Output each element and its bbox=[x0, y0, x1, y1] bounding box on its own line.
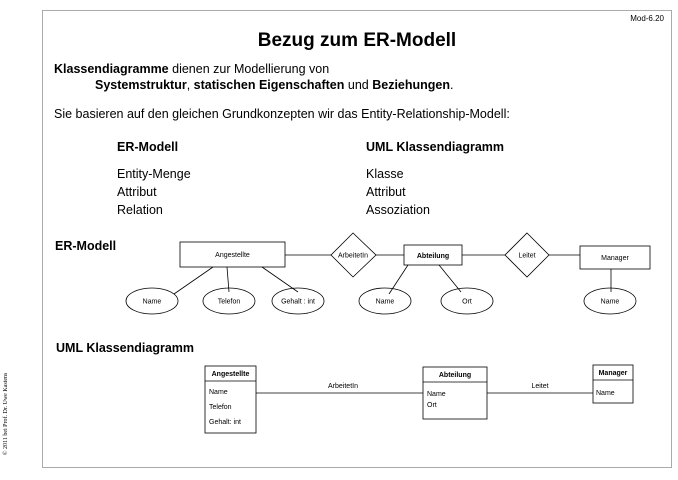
comparison-item-er: Entity-Menge bbox=[117, 167, 191, 181]
intro-line-2: Systemstruktur, statischen Eigenschaften… bbox=[95, 78, 454, 92]
er-connector bbox=[388, 264, 409, 295]
uml-association-label: ArbeitetIn bbox=[328, 383, 358, 390]
uml-class-box bbox=[422, 366, 488, 420]
uml-class-box bbox=[204, 365, 257, 434]
slide: Mod-6.20 Bezug zum ER-Modell Klassendiag… bbox=[42, 10, 672, 468]
er-entity-box bbox=[579, 245, 651, 270]
uml-class-attribute: Telefon bbox=[209, 404, 232, 411]
uml-class-name: Manager bbox=[599, 370, 628, 377]
er-attribute-ellipse bbox=[583, 287, 637, 315]
er-relationship-diamond bbox=[330, 232, 377, 278]
er-attribute-label: Name bbox=[143, 299, 162, 306]
intro-sep-3: . bbox=[450, 78, 454, 92]
er-attribute-ellipse bbox=[440, 287, 494, 315]
er-entity-label: Manager bbox=[601, 255, 629, 262]
uml-class-attribute: Name bbox=[596, 390, 615, 397]
er-connector bbox=[261, 266, 299, 293]
er-connector bbox=[173, 266, 214, 295]
er-diagram-heading: ER-Modell bbox=[55, 239, 117, 253]
er-attribute-label: Telefon bbox=[218, 299, 241, 306]
er-relationship-label: ArbeitetIn bbox=[338, 253, 368, 260]
er-attribute-ellipse bbox=[202, 287, 256, 315]
uml-class-box bbox=[592, 364, 634, 404]
er-entity-label: Abteilung bbox=[417, 253, 449, 260]
comparison-item-uml: Klasse bbox=[366, 167, 404, 181]
uml-diagram-heading: UML Klassendiagramm bbox=[56, 341, 195, 355]
uml-class-attribute: Name bbox=[209, 389, 228, 396]
er-relationship-label: Leitet bbox=[518, 253, 535, 260]
comparison-heading-er: ER-Modell bbox=[117, 140, 179, 154]
er-connector bbox=[438, 264, 462, 293]
slide-title: Bezug zum ER-Modell bbox=[257, 30, 457, 51]
intro-line-1: Klassendiagramme dienen zur Modellierung… bbox=[54, 62, 329, 76]
er-entity-box bbox=[179, 241, 286, 268]
er-attribute-label: Gehalt : int bbox=[281, 299, 315, 306]
comparison-item-uml: Attribut bbox=[366, 185, 406, 199]
er-attribute-ellipse bbox=[358, 287, 412, 315]
intro-sep-1: , bbox=[186, 78, 194, 92]
comparison-item-er: Relation bbox=[117, 203, 163, 217]
intro-sep-2: und bbox=[344, 78, 373, 92]
comparison-list-uml: Klasse Attribut Assoziation bbox=[366, 165, 430, 219]
comparison-item-uml: Assoziation bbox=[366, 203, 430, 217]
er-attribute-ellipse bbox=[125, 287, 179, 315]
uml-association-label: Leitet bbox=[531, 383, 548, 390]
intro-text-1: dienen zur Modellierung von bbox=[168, 62, 330, 76]
er-attribute-label: Name bbox=[376, 299, 395, 306]
copyright-note: © 2011 bei Prof. Dr. Uwe Kastens bbox=[3, 372, 9, 455]
comparison-list-er: Entity-Menge Attribut Relation bbox=[117, 165, 191, 219]
uml-class-attribute: Ort bbox=[427, 402, 437, 409]
uml-class-attribute: Gehalt: int bbox=[209, 419, 241, 426]
slide-id: Mod-6.20 bbox=[630, 14, 664, 23]
er-attribute-label: Name bbox=[601, 299, 620, 306]
er-attribute-label: Ort bbox=[462, 299, 472, 306]
er-entity-box bbox=[403, 244, 463, 266]
er-entity-label: Angestellte bbox=[215, 252, 250, 259]
comparison-heading-uml: UML Klassendiagramm bbox=[366, 140, 505, 154]
intro-term-systemstruktur: Systemstruktur bbox=[95, 78, 187, 92]
intro-term-beziehungen: Beziehungen bbox=[372, 78, 451, 92]
intro-term-klassendiagramme: Klassendiagramme bbox=[54, 62, 169, 76]
er-attribute-ellipse bbox=[271, 287, 325, 315]
intro-term-eigenschaften: statischen Eigenschaften bbox=[193, 78, 345, 92]
comparison-item-er: Attribut bbox=[117, 185, 157, 199]
uml-class-attribute: Name bbox=[427, 391, 446, 398]
uml-class-name: Angestellte bbox=[212, 371, 250, 378]
diagrams-canvas: Angestellte Abteilung Manager ArbeitetIn… bbox=[125, 232, 651, 434]
uml-class-name: Abteilung bbox=[439, 372, 471, 379]
er-relationship-diamond bbox=[504, 232, 550, 278]
intro-line-3: Sie basieren auf den gleichen Grundkonze… bbox=[54, 107, 510, 121]
